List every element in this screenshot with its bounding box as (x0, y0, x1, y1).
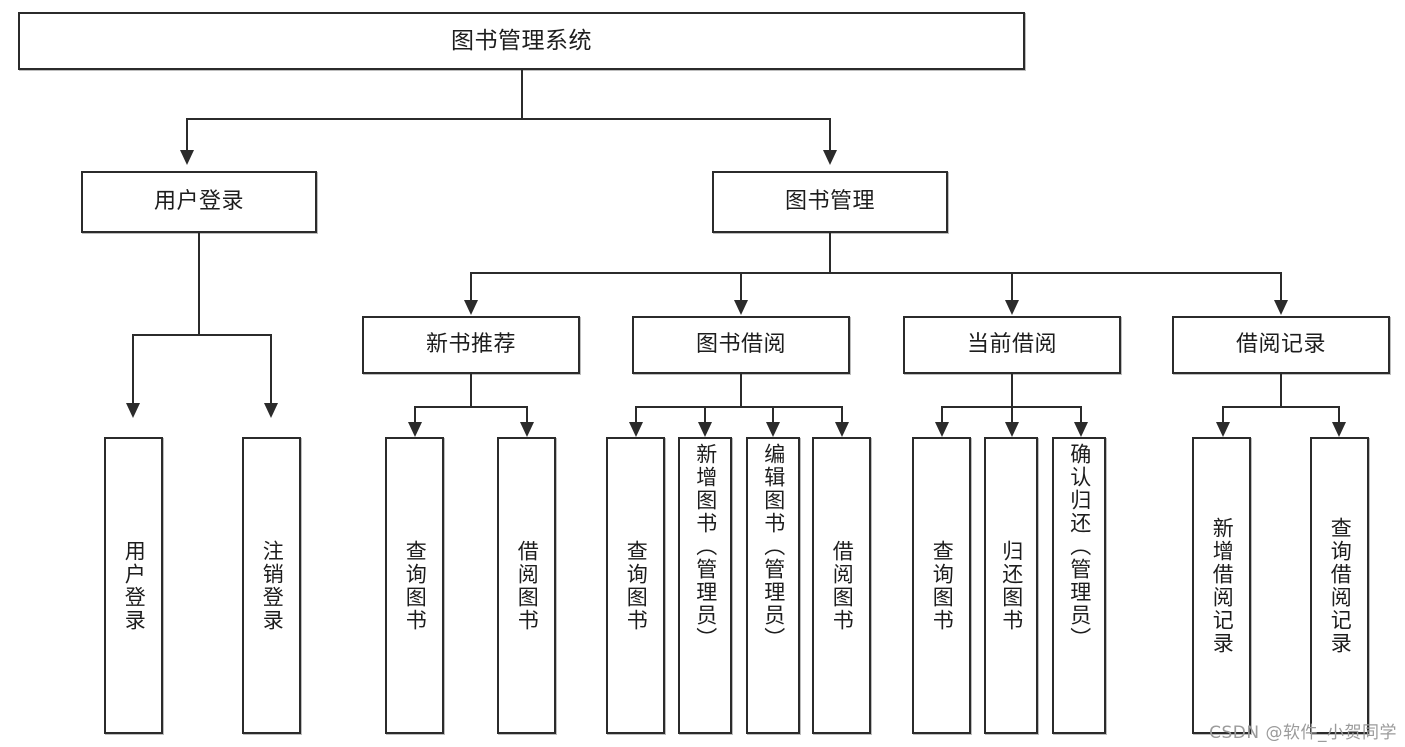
edge-book-borrow-stem (740, 374, 742, 407)
node-leaf-query-book-1[interactable]: 查询图书 (385, 437, 444, 734)
edge-new-book-rec-stem (470, 374, 472, 407)
node-root-system[interactable]: 图书管理系统 (18, 12, 1025, 70)
edge-book-borrow-to-leaf-2 (704, 406, 706, 423)
node-label: 查询图书 (403, 539, 428, 632)
arrowhead-book-borrow-to-leaf-4 (835, 422, 849, 437)
node-leaf-query-book-3[interactable]: 查询图书 (912, 437, 971, 734)
edge-root-bus (186, 118, 831, 120)
node-label: 用户登录 (153, 189, 244, 215)
node-label: 查询借阅记录 (1328, 516, 1353, 655)
node-leaf-add-book[interactable]: 新增图书（管理员） (678, 437, 732, 734)
arrowhead-current-borrow-to-leaf-1 (935, 422, 949, 437)
edge-root-to-book-manage (829, 118, 831, 151)
arrowhead-book-borrow-to-leaf-3 (766, 422, 780, 437)
edge-book-borrow-to-leaf-4 (841, 406, 843, 423)
node-leaf-add-record[interactable]: 新增借阅记录 (1192, 437, 1251, 734)
arrowhead-book-borrow-to-leaf-2 (698, 422, 712, 437)
edge-user-login-to-leaf-2 (270, 334, 272, 404)
edge-current-borrow-to-leaf-2 (1011, 406, 1013, 423)
arrowhead-user-login-to-leaf-2 (264, 403, 278, 418)
node-leaf-user-login[interactable]: 用户登录 (104, 437, 163, 734)
edge-user-login-bus (132, 334, 272, 336)
arrowhead-new-book-rec-to-leaf-1 (408, 422, 422, 437)
node-leaf-query-record[interactable]: 查询借阅记录 (1310, 437, 1369, 734)
edge-current-borrow-to-leaf-1 (941, 406, 943, 423)
edge-borrow-record-to-leaf-2 (1338, 406, 1340, 423)
edge-borrow-record-to-leaf-1 (1222, 406, 1224, 423)
node-label: 新增图书（管理员） (693, 443, 718, 650)
node-label: 借阅图书 (830, 539, 855, 632)
node-book-manage[interactable]: 图书管理 (712, 171, 948, 233)
edge-book-manage-to-book-borrow (740, 272, 742, 301)
arrowhead-book-manage-to-new-book-rec (464, 300, 478, 315)
arrowhead-root-to-book-manage (823, 150, 837, 165)
node-label: 查询图书 (624, 539, 649, 632)
node-label: 编辑图书（管理员） (761, 443, 786, 650)
edge-root-to-user-login (186, 118, 188, 151)
node-label: 当前借阅 (966, 332, 1057, 358)
edge-book-borrow-to-leaf-3 (772, 406, 774, 423)
node-leaf-confirm-return[interactable]: 确认归还（管理员） (1052, 437, 1106, 734)
node-book-borrow[interactable]: 图书借阅 (632, 316, 850, 374)
arrowhead-root-to-user-login (180, 150, 194, 165)
node-label: 用户登录 (122, 539, 147, 632)
csdn-watermark: CSDN @软件_小贺同学 (1209, 723, 1397, 743)
node-leaf-borrow-book-1[interactable]: 借阅图书 (497, 437, 556, 734)
arrowhead-borrow-record-to-leaf-1 (1216, 422, 1230, 437)
arrowhead-book-manage-to-borrow-record (1274, 300, 1288, 315)
node-label: 借阅记录 (1235, 332, 1326, 358)
node-leaf-query-book-2[interactable]: 查询图书 (606, 437, 665, 734)
edge-borrow-record-stem (1280, 374, 1282, 407)
node-label: 图书借阅 (695, 332, 786, 358)
node-label: 图书管理系统 (451, 27, 592, 54)
edge-book-manage-to-new-book-rec (470, 272, 472, 301)
edge-current-borrow-to-leaf-3 (1080, 406, 1082, 423)
node-label: 新增借阅记录 (1210, 516, 1235, 655)
edge-book-manage-stem (829, 233, 831, 273)
edge-book-manage-to-borrow-record (1280, 272, 1282, 301)
arrowhead-book-manage-to-book-borrow (734, 300, 748, 315)
node-leaf-logout-login[interactable]: 注销登录 (242, 437, 301, 734)
arrowhead-current-borrow-to-leaf-3 (1074, 422, 1088, 437)
node-new-book-rec[interactable]: 新书推荐 (362, 316, 580, 374)
edge-new-book-rec-to-leaf-1 (414, 406, 416, 423)
node-current-borrow[interactable]: 当前借阅 (903, 316, 1121, 374)
edge-book-manage-bus (470, 272, 1282, 274)
edge-current-borrow-stem (1011, 374, 1013, 407)
arrowhead-new-book-rec-to-leaf-2 (520, 422, 534, 437)
node-leaf-return-book[interactable]: 归还图书 (984, 437, 1038, 734)
edge-user-login-to-leaf-1 (132, 334, 134, 404)
arrowhead-book-manage-to-current-borrow (1005, 300, 1019, 315)
edge-user-login-stem (198, 233, 200, 335)
node-label: 图书管理 (784, 189, 875, 215)
edge-root-stem (521, 70, 523, 119)
node-label: 确认归还（管理员） (1067, 443, 1092, 650)
node-label: 新书推荐 (425, 332, 516, 358)
edge-book-borrow-bus (635, 406, 843, 408)
node-leaf-edit-book[interactable]: 编辑图书（管理员） (746, 437, 800, 734)
node-borrow-record[interactable]: 借阅记录 (1172, 316, 1390, 374)
node-label: 查询图书 (930, 539, 955, 632)
arrowhead-borrow-record-to-leaf-2 (1332, 422, 1346, 437)
edge-book-borrow-to-leaf-1 (635, 406, 637, 423)
edge-book-manage-to-current-borrow (1011, 272, 1013, 301)
arrowhead-book-borrow-to-leaf-1 (629, 422, 643, 437)
arrowhead-user-login-to-leaf-1 (126, 403, 140, 418)
node-leaf-borrow-book-2[interactable]: 借阅图书 (812, 437, 871, 734)
arrowhead-current-borrow-to-leaf-2 (1005, 422, 1019, 437)
edge-borrow-record-bus (1222, 406, 1340, 408)
node-label: 借阅图书 (515, 539, 540, 632)
edge-new-book-rec-to-leaf-2 (526, 406, 528, 423)
node-user-login[interactable]: 用户登录 (81, 171, 317, 233)
edge-new-book-rec-bus (414, 406, 528, 408)
node-label: 注销登录 (260, 539, 285, 632)
node-label: 归还图书 (999, 539, 1024, 632)
